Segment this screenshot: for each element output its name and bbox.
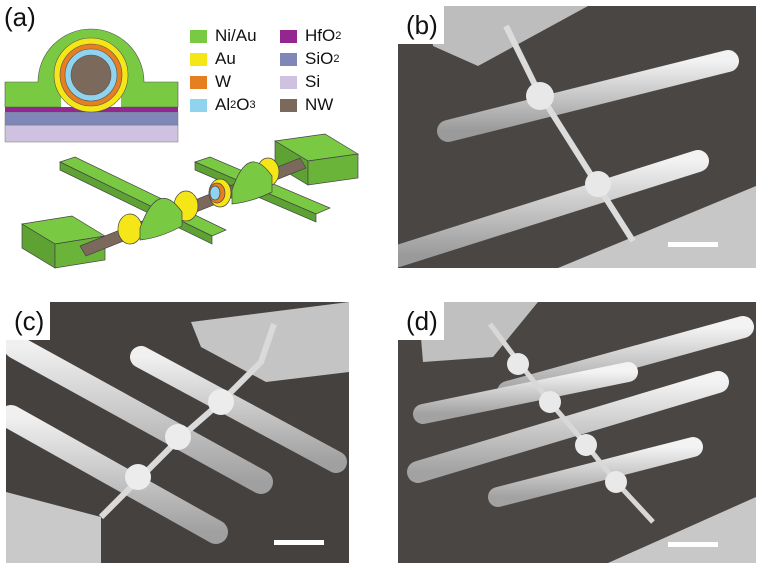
panel-c-label: (c) [6, 302, 51, 340]
legend-item-ni-au: Ni/Au [190, 26, 280, 46]
panel-d-label: (d) [398, 302, 444, 340]
panel-b: (b) [398, 6, 756, 268]
scale-bar [274, 540, 324, 545]
panel-a-label: (a) [4, 2, 36, 32]
swatch-sio2 [280, 52, 297, 66]
swatch-al2o3 [190, 98, 207, 112]
swatch-si [280, 75, 297, 89]
legend-item-si: Si [280, 72, 370, 92]
panel-a: (a) [0, 0, 390, 285]
panel-b-label: (b) [398, 6, 444, 44]
legend-item-au: Au [190, 49, 280, 69]
panel-c: (c) [6, 302, 349, 563]
swatch-nw [280, 98, 297, 112]
sem-image-d [398, 302, 756, 563]
sem-image-c [6, 302, 349, 563]
sem-image-b [398, 6, 756, 268]
cross-section [4, 28, 179, 143]
legend-item-nw: NW [280, 95, 370, 115]
scale-bar [668, 542, 718, 547]
swatch-au [190, 52, 207, 66]
schematic-diagram [4, 28, 360, 269]
scale-bar [668, 242, 718, 247]
device-3d [21, 133, 360, 269]
swatch-ni-au [190, 29, 207, 43]
legend-item-w: W [190, 72, 280, 92]
panel-d: (d) [398, 302, 756, 563]
swatch-w [190, 75, 207, 89]
swatch-hfo2 [280, 29, 297, 43]
